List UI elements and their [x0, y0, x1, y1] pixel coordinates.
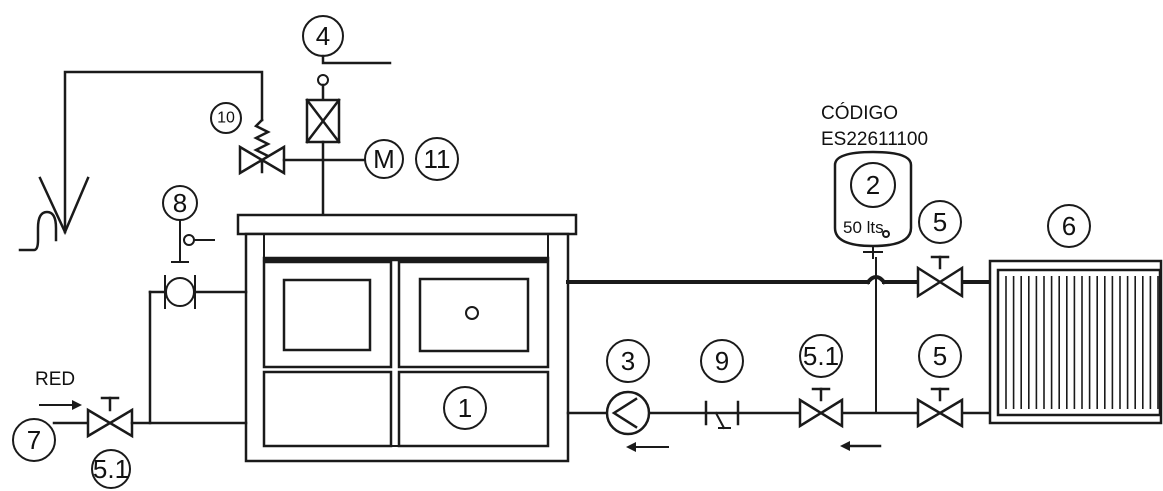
callout-5-1-inlet: 5.1 [91, 449, 131, 489]
thermal-valve-4: 4 [302, 15, 392, 217]
callout-5-1-inlet-text: 5.1 [93, 454, 129, 484]
callout-7: 7 [12, 418, 56, 462]
callout-5-1-return-text: 5.1 [803, 341, 839, 371]
return-valve-5-1 [798, 387, 844, 429]
radiator-6 [988, 259, 1163, 425]
motor-m: M [364, 139, 404, 179]
callout-5-supply-text: 5 [933, 207, 947, 237]
callout-5-supply: 5 [918, 200, 962, 244]
return-valve-5 [916, 387, 964, 429]
code-title: CÓDIGO [821, 102, 898, 124]
callout-3: 3 [606, 339, 650, 383]
callout-11-text: 11 [424, 144, 451, 174]
callout-1-text: 1 [458, 393, 472, 423]
callout-10-text: 10 [217, 110, 235, 127]
thermostatic-valve-8: 8 [162, 185, 215, 309]
cold-water-inlet: RED [35, 290, 248, 439]
callout-11: 11 [415, 137, 459, 181]
callout-9: 9 [700, 339, 744, 383]
motor-label: M [373, 144, 395, 174]
supply-valve-5 [916, 255, 964, 299]
return-flow-arrow-icon [840, 441, 850, 451]
code-value: ES22611100 [821, 129, 928, 150]
oven-thermometer-icon [465, 306, 479, 320]
stove-boiler-1 [236, 213, 578, 463]
expansion-tank-2: CÓDIGO ES22611100 2 50 lts [821, 102, 928, 414]
callout-8-text: 8 [173, 188, 187, 218]
callout-1: 1 [443, 386, 487, 430]
callout-4-text: 4 [316, 21, 330, 51]
flow-arrow-icon [72, 400, 82, 410]
callout-7-text: 7 [27, 425, 41, 455]
callout-6: 6 [1047, 204, 1091, 248]
drain-cock-9 [704, 400, 740, 430]
callout-5-return-text: 5 [933, 341, 947, 371]
tank-capacity: 50 lts [843, 218, 884, 237]
network-label: RED [35, 369, 75, 390]
circulation-pump-3 [605, 390, 669, 452]
safety-valve-10 [238, 118, 367, 176]
radiator-fins [1005, 276, 1159, 409]
callout-9-text: 9 [715, 346, 729, 376]
supply-line [566, 275, 992, 285]
callout-5-return: 5 [918, 334, 962, 378]
pump-flow-arrow-icon [626, 442, 636, 452]
callout-5-1-return: 5.1 [799, 334, 843, 378]
callout-6-text: 6 [1062, 211, 1076, 241]
callout-2-text: 2 [866, 170, 880, 200]
drain-pipe [18, 70, 264, 252]
callout-10: 10 [210, 102, 242, 134]
callout-3-text: 3 [621, 346, 635, 376]
return-line [566, 411, 992, 451]
